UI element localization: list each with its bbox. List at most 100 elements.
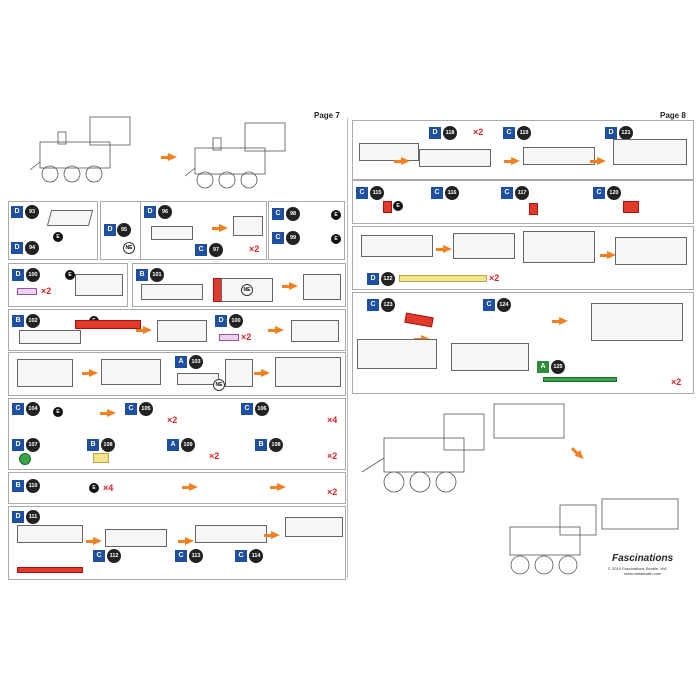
step-number-106: 106 xyxy=(255,402,269,416)
step-number-114: 114 xyxy=(249,549,263,563)
times-two: ×2 xyxy=(327,487,338,497)
step-number-125: 125 xyxy=(551,360,565,374)
badge-c: C xyxy=(501,187,513,199)
part-highlight-red xyxy=(623,201,639,213)
badge-b: B xyxy=(12,480,24,492)
badge-d: D xyxy=(104,224,116,236)
times-four: ×4 xyxy=(327,415,338,425)
part-drawing xyxy=(219,334,239,341)
badge-c: C xyxy=(175,550,187,562)
part-drawing xyxy=(225,359,253,387)
step-arrow xyxy=(136,326,152,334)
part-highlight-green xyxy=(19,453,31,465)
part-drawing xyxy=(361,235,433,257)
step-arrow xyxy=(82,369,98,377)
part-drawing xyxy=(357,339,437,369)
badge-d: D xyxy=(12,511,24,523)
page-label-right: Page 8 xyxy=(660,111,686,120)
part-drawing xyxy=(141,284,203,300)
step-number-108: 108 xyxy=(101,438,115,452)
step-arrow xyxy=(282,282,298,290)
part-drawing xyxy=(615,237,687,265)
step-arrow xyxy=(270,483,286,491)
badge-b: B xyxy=(12,315,24,327)
step-number-113: 113 xyxy=(189,549,203,563)
times-two: ×2 xyxy=(249,244,260,254)
badge-c: C xyxy=(431,187,443,199)
part-drawing xyxy=(291,320,339,342)
badge-c: C xyxy=(241,403,253,415)
step-arrow xyxy=(574,449,587,463)
step-arrow xyxy=(268,326,284,334)
step-arrow xyxy=(178,537,194,545)
e-marker: E xyxy=(331,234,341,244)
part-drawing xyxy=(101,359,161,385)
part-drawing xyxy=(157,320,207,342)
badge-d: D xyxy=(367,273,379,285)
step-number-122: 122 xyxy=(381,272,395,286)
step-number-100: 100 xyxy=(229,314,243,328)
website-text: www.metalearth.com xyxy=(624,571,662,576)
step-panel-111-114: D 111 C 112 C 113 C 114 xyxy=(8,506,346,580)
part-highlight-red xyxy=(404,312,434,328)
badge-c: C xyxy=(125,403,137,415)
step-number-108: 108 xyxy=(269,438,283,452)
step-arrow xyxy=(100,409,116,417)
part-drawing xyxy=(195,525,267,543)
times-two: ×2 xyxy=(671,377,682,387)
e-marker: E xyxy=(393,201,403,211)
step-number-107: 107 xyxy=(26,438,40,452)
step-number-94: 94 xyxy=(25,241,39,255)
part-drawing xyxy=(17,288,37,295)
times-two: ×2 xyxy=(489,273,500,283)
step-panel-93-94: D 93 D 94 E xyxy=(8,201,98,260)
step-number-115: 115 xyxy=(370,186,384,200)
badge-d: D xyxy=(215,315,227,327)
part-drawing xyxy=(151,226,193,240)
badge-c: C xyxy=(367,299,379,311)
badge-c: C xyxy=(235,550,247,562)
step-number-117: 117 xyxy=(515,186,529,200)
badge-b: B xyxy=(255,439,267,451)
part-drawing xyxy=(46,210,94,226)
step-number-93: 93 xyxy=(25,205,39,219)
part-drawing xyxy=(17,525,83,543)
part-drawing xyxy=(453,233,515,259)
part-highlight-red xyxy=(529,203,538,215)
step-panel-103: A 103 NE xyxy=(8,352,346,396)
times-two: ×2 xyxy=(41,286,52,296)
locomotive-outline-1 xyxy=(29,116,131,183)
badge-a: A xyxy=(175,356,187,368)
step-panel-100a: D 100 ×2 E xyxy=(8,263,128,307)
part-drawing xyxy=(105,529,167,547)
badge-c: C xyxy=(483,299,495,311)
step-arrow xyxy=(161,153,177,161)
part-drawing xyxy=(523,231,595,263)
step-panel-98-99: C 98 C 99 E E xyxy=(268,201,345,260)
step-number-119: 119 xyxy=(517,126,531,140)
badge-d: D xyxy=(11,206,23,218)
step-panel-95: D 95 NE xyxy=(100,201,142,260)
badge-d: D xyxy=(11,242,23,254)
part-highlight-red xyxy=(17,567,83,573)
page-label-left: Page 7 xyxy=(314,111,340,120)
ne-marker: NE xyxy=(123,242,135,254)
badge-c: C xyxy=(12,403,24,415)
badge-a: A xyxy=(167,439,179,451)
step-arrow xyxy=(264,531,280,539)
part-drawing xyxy=(275,357,341,387)
badge-a: A xyxy=(537,361,549,373)
locomotive-assembly-final xyxy=(509,498,679,575)
ne-marker: NE xyxy=(241,284,253,296)
part-drawing xyxy=(451,343,529,371)
ne-marker: NE xyxy=(213,379,225,391)
step-arrow xyxy=(254,369,270,377)
badge-d: D xyxy=(429,127,441,139)
step-panel-115-120: C 115 E C 116 C 117 C 120 xyxy=(352,180,694,224)
step-number-124: 124 xyxy=(497,298,511,312)
step-arrow xyxy=(504,157,520,165)
page-divider xyxy=(347,118,348,578)
step-number-95: 95 xyxy=(117,223,131,237)
part-drawing xyxy=(419,149,491,167)
step-number-98: 98 xyxy=(286,207,300,221)
